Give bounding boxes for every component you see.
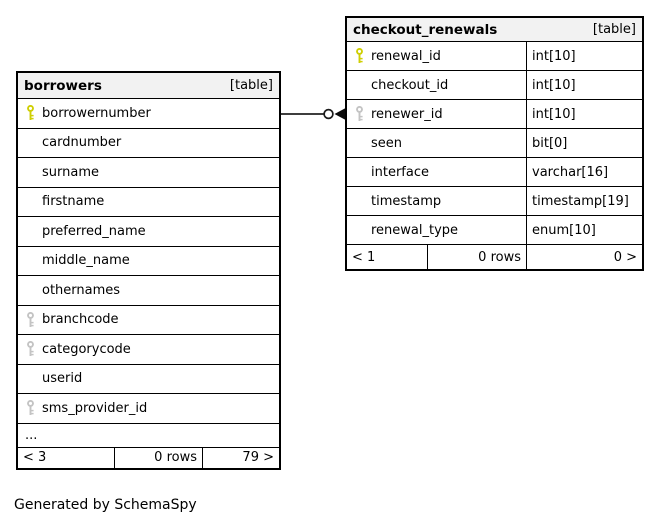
column-name-cell: renewer_id	[347, 100, 527, 128]
column-row-middle-name[interactable]: middle_name	[18, 246, 279, 276]
column-row-renewal-type[interactable]: renewal_type enum[10]	[347, 216, 642, 245]
row-count: 0 rows	[428, 245, 527, 269]
column-type: bit[0]	[532, 135, 568, 151]
column-row-surname[interactable]: surname	[18, 158, 279, 188]
primary-key-icon	[26, 105, 35, 122]
related-tables-right-count: 0 >	[613, 249, 637, 265]
table-type-badge: [table]	[592, 22, 636, 37]
column-name: sms_provider_id	[42, 400, 148, 416]
column-type: timestamp[19]	[532, 193, 629, 209]
generated-by-note: Generated by SchemaSpy	[14, 497, 197, 513]
related-tables-left-count: < 1	[347, 245, 428, 269]
column-row-firstname[interactable]: firstname	[18, 187, 279, 217]
column-type: int[10]	[532, 48, 576, 64]
column-row-cardnumber[interactable]: cardnumber	[18, 128, 279, 158]
column-row-checkout-id[interactable]: checkout_id int[10]	[347, 71, 642, 100]
column-row-preferred-name[interactable]: preferred_name	[18, 217, 279, 247]
table-header-checkout-renewals[interactable]: checkout_renewals [table]	[347, 18, 642, 42]
column-name: renewer_id	[371, 106, 443, 122]
column-type: int[10]	[532, 77, 576, 93]
column-row-interface[interactable]: interface varchar[16]	[347, 158, 642, 187]
column-name-cell: timestamp	[347, 187, 527, 215]
column-name: cardnumber	[42, 135, 122, 151]
foreign-key-icon	[26, 400, 35, 417]
table-checkout-renewals: checkout_renewals [table] renewal_id int…	[345, 16, 644, 271]
column-name: firstname	[42, 194, 105, 210]
column-name-cell: renewal_type	[347, 216, 527, 244]
row-count: 0 rows	[115, 447, 203, 468]
column-row-renewal-id[interactable]: renewal_id int[10]	[347, 42, 642, 71]
column-row-seen[interactable]: seen bit[0]	[347, 129, 642, 158]
column-name: renewal_type	[371, 222, 459, 238]
truncated-columns-row: ...	[18, 423, 279, 448]
foreign-key-icon	[26, 311, 35, 328]
ellipsis-label: ...	[25, 427, 38, 443]
column-name: timestamp	[371, 193, 442, 209]
column-name: renewal_id	[371, 48, 441, 64]
primary-key-icon	[355, 48, 364, 64]
column-name: branchcode	[42, 312, 119, 328]
column-type: varchar[16]	[532, 164, 609, 180]
column-name: seen	[371, 135, 403, 151]
column-name: othernames	[42, 282, 121, 298]
column-row-borrowernumber[interactable]: borrowernumber	[18, 99, 279, 129]
column-name: checkout_id	[371, 77, 449, 93]
relationship-connector	[281, 108, 345, 120]
arrowhead-icon	[334, 108, 345, 120]
column-row-othernames[interactable]: othernames	[18, 276, 279, 306]
column-type: enum[10]	[532, 222, 596, 238]
column-name-cell: seen	[347, 129, 527, 157]
column-name: preferred_name	[42, 223, 146, 239]
foreign-key-icon	[26, 341, 35, 358]
table-footer-checkout-renewals: < 1 0 rows 0 >	[347, 245, 642, 269]
column-row-sms-provider-id[interactable]: sms_provider_id	[18, 394, 279, 424]
column-name: interface	[371, 164, 429, 180]
foreign-key-icon	[355, 106, 364, 122]
table-type-badge: [table]	[229, 78, 273, 93]
related-tables-right-count: 79 >	[242, 450, 274, 465]
cardinality-circle-icon	[323, 108, 334, 120]
column-row-userid[interactable]: userid	[18, 364, 279, 394]
column-row-renewer-id[interactable]: renewer_id int[10]	[347, 100, 642, 129]
table-borrowers: borrowers [table] borrowernumber cardnum…	[16, 71, 281, 470]
column-name: userid	[42, 371, 83, 387]
related-tables-left-count: < 3	[18, 447, 115, 468]
column-row-categorycode[interactable]: categorycode	[18, 335, 279, 365]
table-title: checkout_renewals	[353, 21, 498, 38]
column-name-cell: renewal_id	[347, 42, 527, 70]
table-footer-borrowers: < 3 0 rows 79 >	[18, 447, 279, 468]
column-name: borrowernumber	[42, 105, 151, 121]
table-header-borrowers[interactable]: borrowers [table]	[18, 73, 279, 99]
column-row-timestamp[interactable]: timestamp timestamp[19]	[347, 187, 642, 216]
column-name-cell: checkout_id	[347, 71, 527, 99]
column-row-branchcode[interactable]: branchcode	[18, 305, 279, 335]
column-type: int[10]	[532, 106, 576, 122]
column-name: categorycode	[42, 341, 131, 357]
column-name: middle_name	[42, 253, 130, 269]
column-name-cell: interface	[347, 158, 527, 186]
table-title: borrowers	[24, 77, 102, 94]
column-name: surname	[42, 164, 99, 180]
